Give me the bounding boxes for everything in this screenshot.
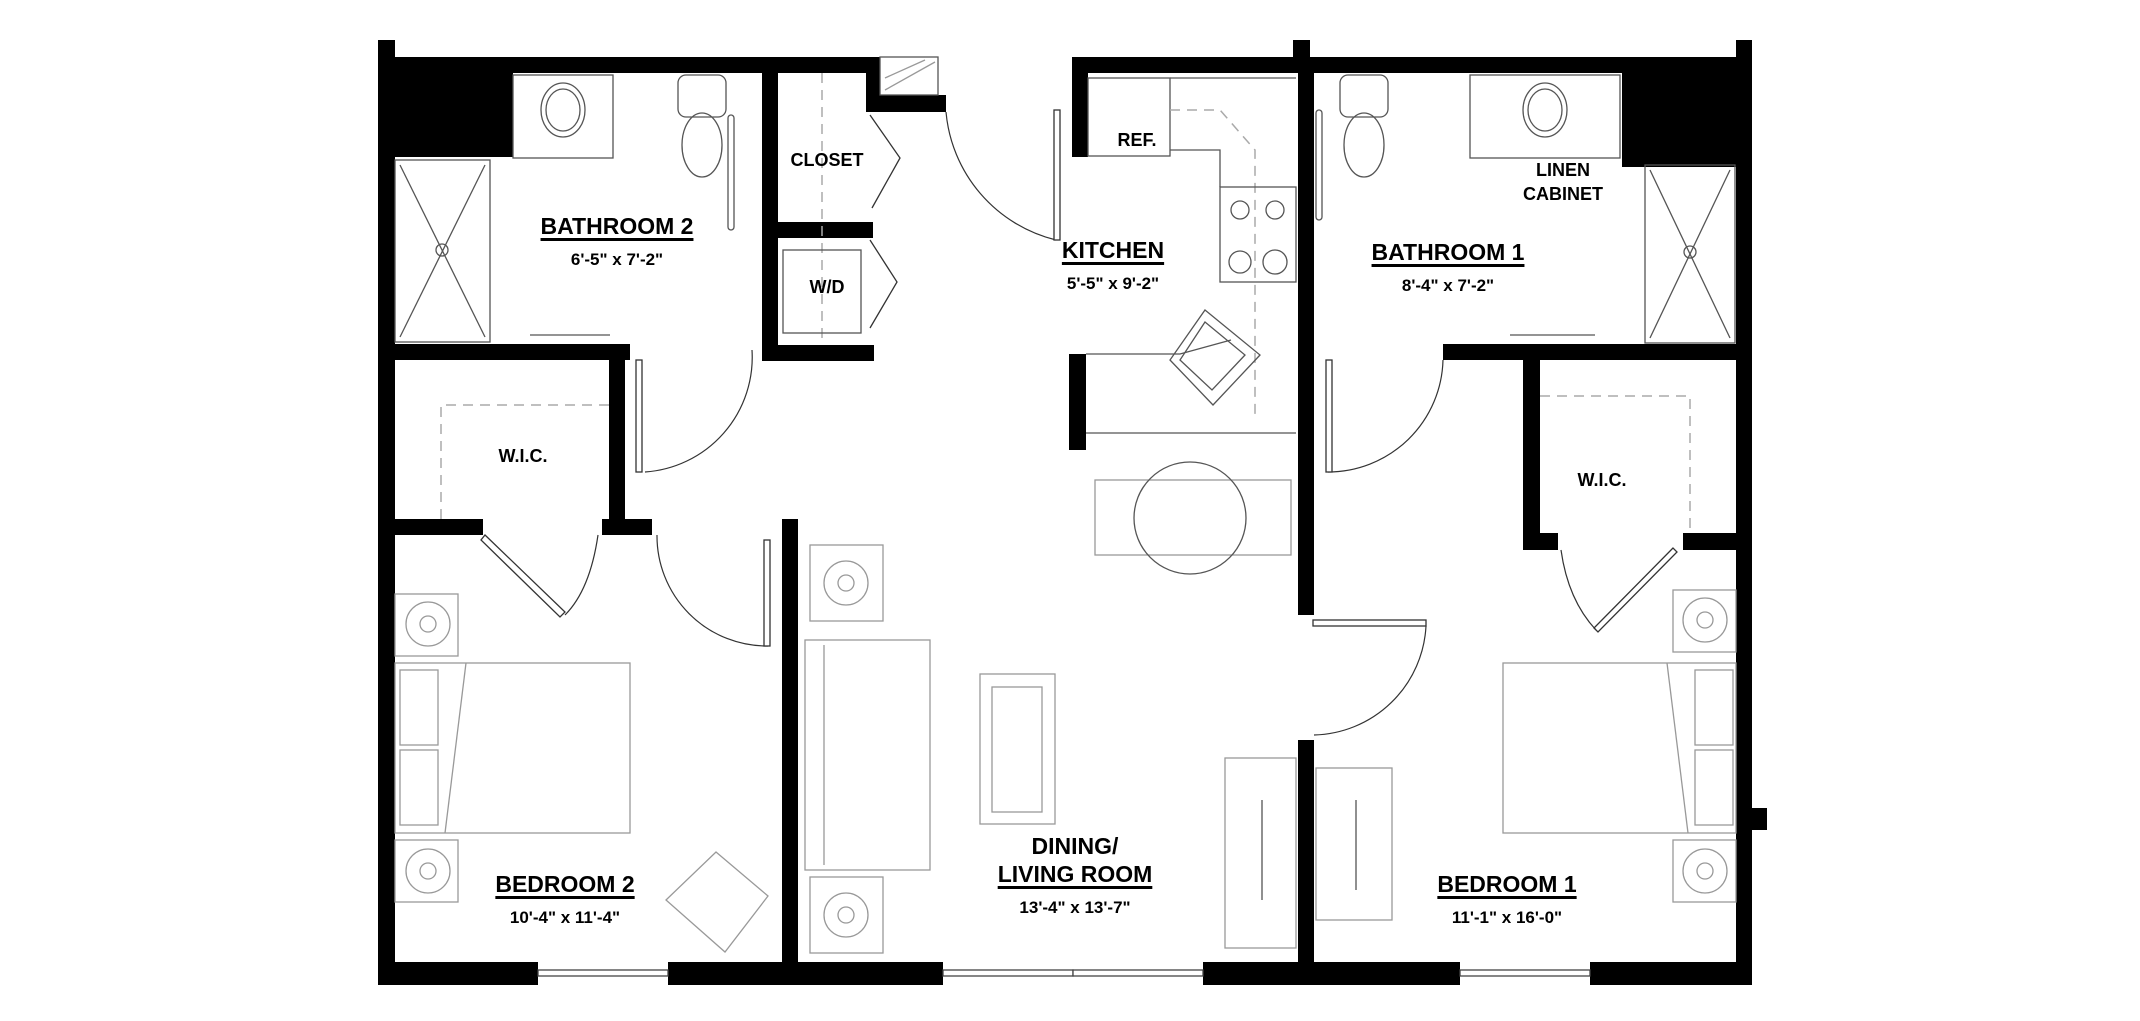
room-label-linen-cabinet: LINEN CABINET [1523,158,1603,206]
room-label-kitchen: KITCHEN 5'-5" x 9'-2" [1062,236,1164,294]
room-label-living: DINING/ LIVING ROOM 13'-4" x 13'-7" [998,832,1153,918]
room-dimensions: 11'-1" x 16'-0" [1451,908,1563,927]
room-dimensions: 10'-4" x 11'-4" [509,908,621,927]
room-dimensions: 5'-5" x 9'-2" [1066,274,1160,293]
room-name: BATHROOM 1 [1371,239,1525,265]
walls [378,40,1767,985]
linen-line1: LINEN [1536,160,1590,180]
room-name-line2: LIVING ROOM [997,861,1153,887]
room-label-ref: REF. [1117,130,1157,150]
room-dimensions: 8'-4" x 7'-2" [1401,276,1495,295]
fixtures [394,56,1737,954]
windows [537,969,1591,977]
room-label-wd: W/D [809,277,845,297]
room-label-wic1: W.I.C. [1577,470,1627,490]
room-name: BEDROOM 1 [1437,871,1577,897]
room-name: KITCHEN [1061,237,1165,263]
room-label-closet: CLOSET [790,150,864,170]
room-label-bedroom1: BEDROOM 1 11'-1" x 16'-0" [1437,870,1576,928]
room-label-bathroom2: BATHROOM 2 6'-5" x 7'-2" [541,212,694,270]
room-label-wic2: W.I.C. [498,446,548,466]
room-dimensions: 6'-5" x 7'-2" [570,250,664,269]
room-dimensions: 13'-4" x 13'-7" [1019,898,1131,917]
room-name: BATHROOM 2 [540,213,694,239]
room-name: BEDROOM 2 [495,871,635,897]
linen-line2: CABINET [1523,184,1603,204]
doors [480,109,1678,736]
room-label-bedroom2: BEDROOM 2 10'-4" x 11'-4" [495,870,634,928]
room-label-bathroom1: BATHROOM 1 8'-4" x 7'-2" [1372,238,1525,296]
room-name-line1: DINING/ [1031,833,1119,859]
